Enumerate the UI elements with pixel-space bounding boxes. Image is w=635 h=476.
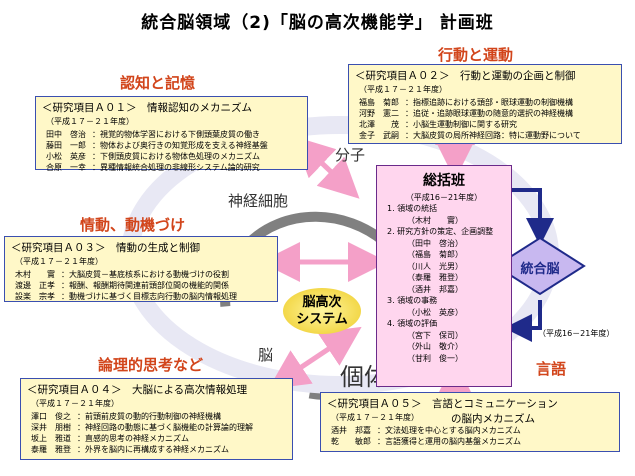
headquarters-line: （酒井 邦嘉） [407,284,463,294]
researcher-row: 澤口 俊之：前頭前皮質の動的行動制御の神経機構 [31,412,221,421]
integrated-label: 統合脳 [520,262,560,277]
researcher-row: 小松 英彦：下側頭皮質における物体色処理のメカニズム [46,152,260,161]
category-motor: 行動と運動 [438,46,514,64]
category-cognition: 認知と記憶 [120,74,196,92]
headquarters-title: 総括班 [423,173,465,189]
headquarters-line: 4. 領域の評価 [387,319,438,328]
headquarters-line: （泰羅 雅登） [407,273,463,282]
research-box-a03: ＜研究項目Ａ０３＞ 情動の生成と制御 （平成１７－２１年度） 木村 實：大脳皮質… [4,236,278,302]
headquarters-line: （田中 啓治） [407,238,463,248]
box-period: （平成１７－２１年度） [331,413,419,422]
research-box-a04: ＜研究項目Ａ０４＞ 大脳による高次情報処理 （平成１７－２１年度） 澤口 俊之：… [20,378,293,460]
center-line2: システム [296,312,348,327]
arrow-a01 [293,136,360,199]
headquarters-lines: 1. 領域の統括 （木村 實） 2. 研究方針の策定、企画調整 （田中 啓治） （福島 … [377,203,511,364]
researcher-row: 渡邊 正孝：報酬、報酬期待関連前頭部位間の機能的関係 [15,281,229,290]
researcher-row: 深井 朋樹：神経回路の動態に基づく脳機能の計算論的理解 [31,423,253,432]
arrow-a04 [268,326,362,390]
category-language: 言語 [536,360,567,378]
label-brain: 脳 [258,346,274,364]
box-period: （平成１７－２１年度） [359,85,447,94]
box-header: ＜研究項目Ａ０５＞ 言語とコミュニケーション [327,398,558,410]
box-header: ＜研究項目Ａ０２＞ 行動と運動の企画と制御 [355,70,576,82]
period-right: （平成16－21年度） [538,329,615,338]
headquarters-line: 1. 領域の統括 [387,204,438,213]
center-line1: 脳高次 [302,295,342,310]
label-neuron: 神経細胞 [228,192,289,210]
box-period: （平成１７－２１年度） [31,399,119,408]
researcher-row: 福島 菊郎：指標追跡における頭部・眼球運動の制御機構 [359,98,573,107]
category-logic: 論理的思考など [98,356,204,374]
box-header: ＜研究項目Ａ０３＞ 情動の生成と制御 [11,242,200,254]
researcher-row: 金子 武嗣：大脳皮質の局所神経回路：特に運動野について [359,131,581,140]
researcher-row: 設楽 宗孝：動機づけに基づく目標志向行動の脳内情報処理 [15,292,237,301]
box-header: ＜研究項目Ａ０４＞ 大脳による高次情報処理 [27,384,248,396]
headquarters-line: （木村 實） [407,215,463,225]
research-box-a05: ＜研究項目Ａ０５＞ 言語とコミュニケーション （平成１７－２１年度） の脳内メカ… [320,392,620,452]
researcher-row: 田中 啓治：視覚的物体学習における下側頭葉皮質の働き [46,130,260,139]
box-period: （平成１７－２１年度） [15,257,103,266]
headquarters-line: （宮下 保司） [407,330,463,340]
researcher-row: 泰羅 雅登：外界を脳内に再構成する神経メカニズム [31,445,229,454]
label-molecule: 分子 [335,146,366,164]
category-emotion: 情動、動機づけ [80,216,186,234]
page-title: 統合脳領域（2)「脳の高次機能学」 計画班 [141,13,494,33]
headquarters-line: （川人 光男） [407,261,463,271]
research-box-a02: ＜研究項目Ａ０２＞ 行動と運動の企画と制御 （平成１７－２１年度） 福島 菊郎：… [348,64,622,144]
headquarters-line: 3. 領域の事務 [387,296,438,305]
headquarters-line: 2. 研究方針の策定、企画調整 [387,227,494,236]
researcher-row: 河野 憲二：追従・追跡眼球運動の随意的選択の神経機構 [359,109,573,118]
arrow-hq-to-integrated [512,188,554,246]
box-period: （平成１７－２１年度） [46,117,134,126]
center-system: 脳高次 システム [283,288,361,334]
research-box-a01: ＜研究項目Ａ０１＞ 情報認知のメカニズム （平成１７－２１年度） 田中 啓治：視… [35,96,308,172]
researcher-row: 木村 實：大脳皮質－基底核系における動機づけの役割 [15,270,229,279]
box-header: ＜研究項目Ａ０１＞ 情報認知のメカニズム [42,102,252,114]
headquarters-line: （小松 英彦） [407,307,463,317]
headquarters-period: （平成16－21年度） [405,193,483,202]
researcher-row: 藤田 一郎：物体および奥行きの知覚形成を支える神経基盤 [46,141,268,150]
researcher-row: 乾 敏郎：言語獲得と運用の脳内基盤メカニズム [331,437,521,446]
headquarters-line: （外山 敬介） [407,342,463,351]
headquarters-line: （福島 菊郎） [407,250,463,259]
researcher-row: 坂上 雅道：直感的思考の神経メカニズム [31,434,189,443]
box-header-line2: の脳内メカニズム [451,413,535,425]
arrow-integrated-to-hq [504,300,542,342]
researcher-row: 合原 一幸：異種情報統合処理の非線形システム論的研究 [46,163,260,172]
headquarters-line: （甘利 俊一） [407,353,463,363]
researcher-row: 酒井 邦嘉：文法処理を中心とする脳内メカニズム [331,426,521,435]
researcher-row: 北澤 茂：小脳生運動制御に関する研究 [359,120,517,129]
headquarters-box: 総括班 （平成16－21年度） 1. 領域の統括 （木村 實） 2. 研究方針の策定… [376,165,512,387]
